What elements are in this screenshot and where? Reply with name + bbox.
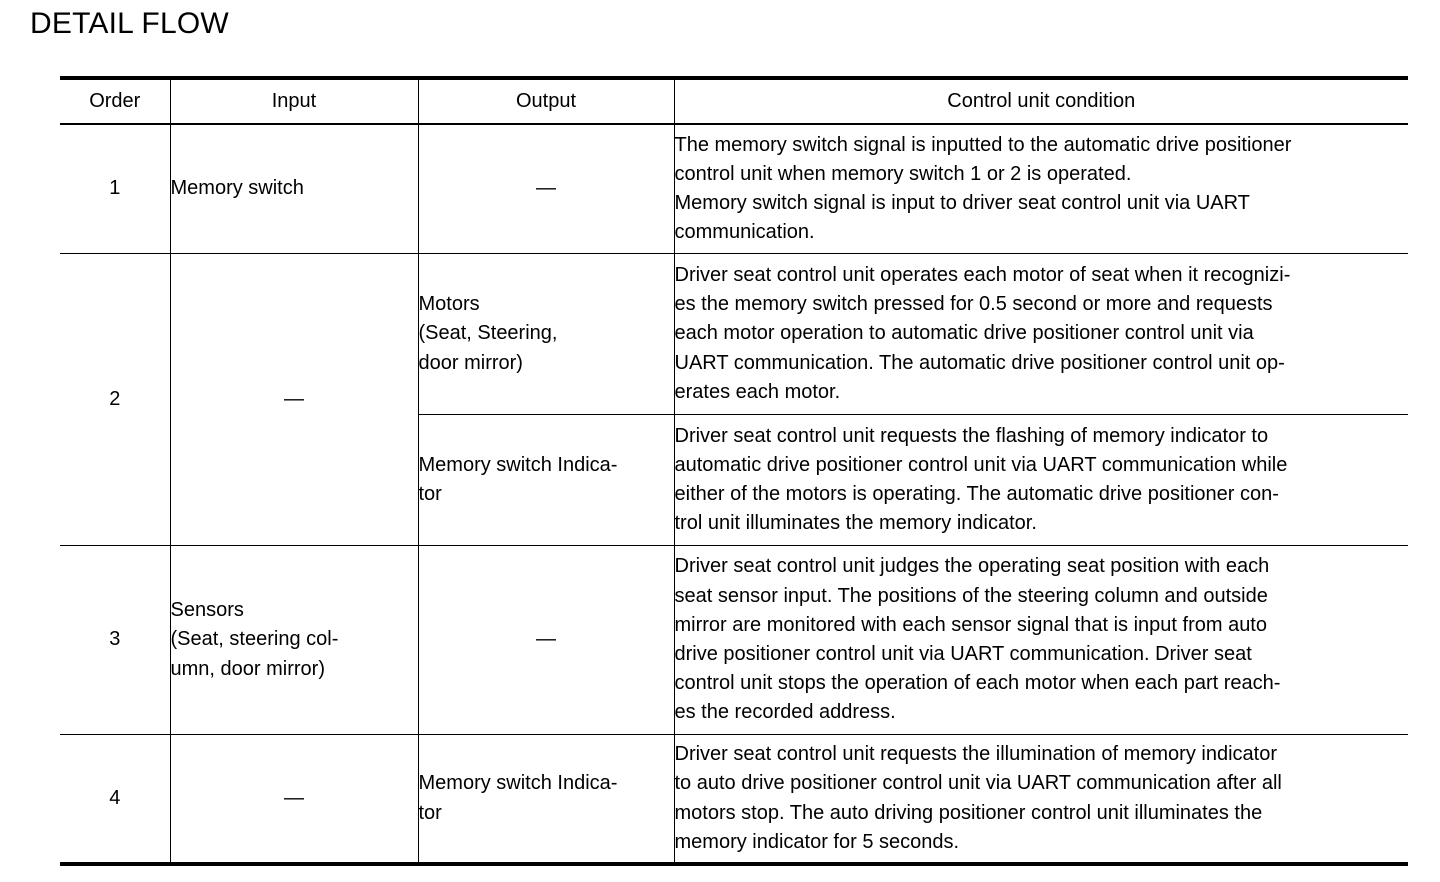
input-cell: — [169,253,419,546]
output-cell: Memory switch Indica- tor [418,414,675,546]
input-cell: Memory switch [169,124,419,254]
table-row: 1 Memory switch — The memory switch sign… [60,124,1408,254]
header-output: Output [417,78,675,125]
condition-cell: Driver seat control unit requests the fl… [673,414,1408,546]
condition-cell: Driver seat control unit judges the oper… [673,545,1408,735]
output-cell: Memory switch Indica- tor [417,734,675,866]
header-control-unit-condition: Control unit condition [673,78,1408,125]
condition-cell: Driver seat control unit requests the il… [673,734,1408,866]
condition-cell: The memory switch signal is inputted to … [673,124,1408,254]
input-cell: Sensors (Seat, steering col- umn, door m… [169,545,419,735]
order-cell: 4 [60,734,171,866]
order-cell: 3 [60,545,171,735]
order-cell: 2 [60,253,171,546]
page-title: DETAIL FLOW [30,7,229,40]
input-cell: — [169,734,419,866]
condition-cell: Driver seat control unit operates each m… [673,253,1408,415]
output-cell: Motors (Seat, Steering, door mirror) [417,253,675,415]
table-row: Memory switch Indica- tor Driver seat co… [60,414,1408,546]
header-input: Input [169,78,419,125]
table-row: 4 — Memory switch Indica- tor Driver sea… [60,734,1408,866]
header-order: Order [60,78,171,125]
detail-flow-table: Order Input Output Control unit conditio… [60,76,1408,866]
table-row: 3 Sensors (Seat, steering col- umn, door… [60,545,1408,735]
order-cell: 1 [60,124,171,254]
table-row: 2 — Motors (Seat, Steering, door mirror)… [60,253,1408,546]
output-cell: — [417,124,675,254]
output-cell: — [417,545,675,735]
table-header-row: Order Input Output Control unit conditio… [60,78,1408,125]
